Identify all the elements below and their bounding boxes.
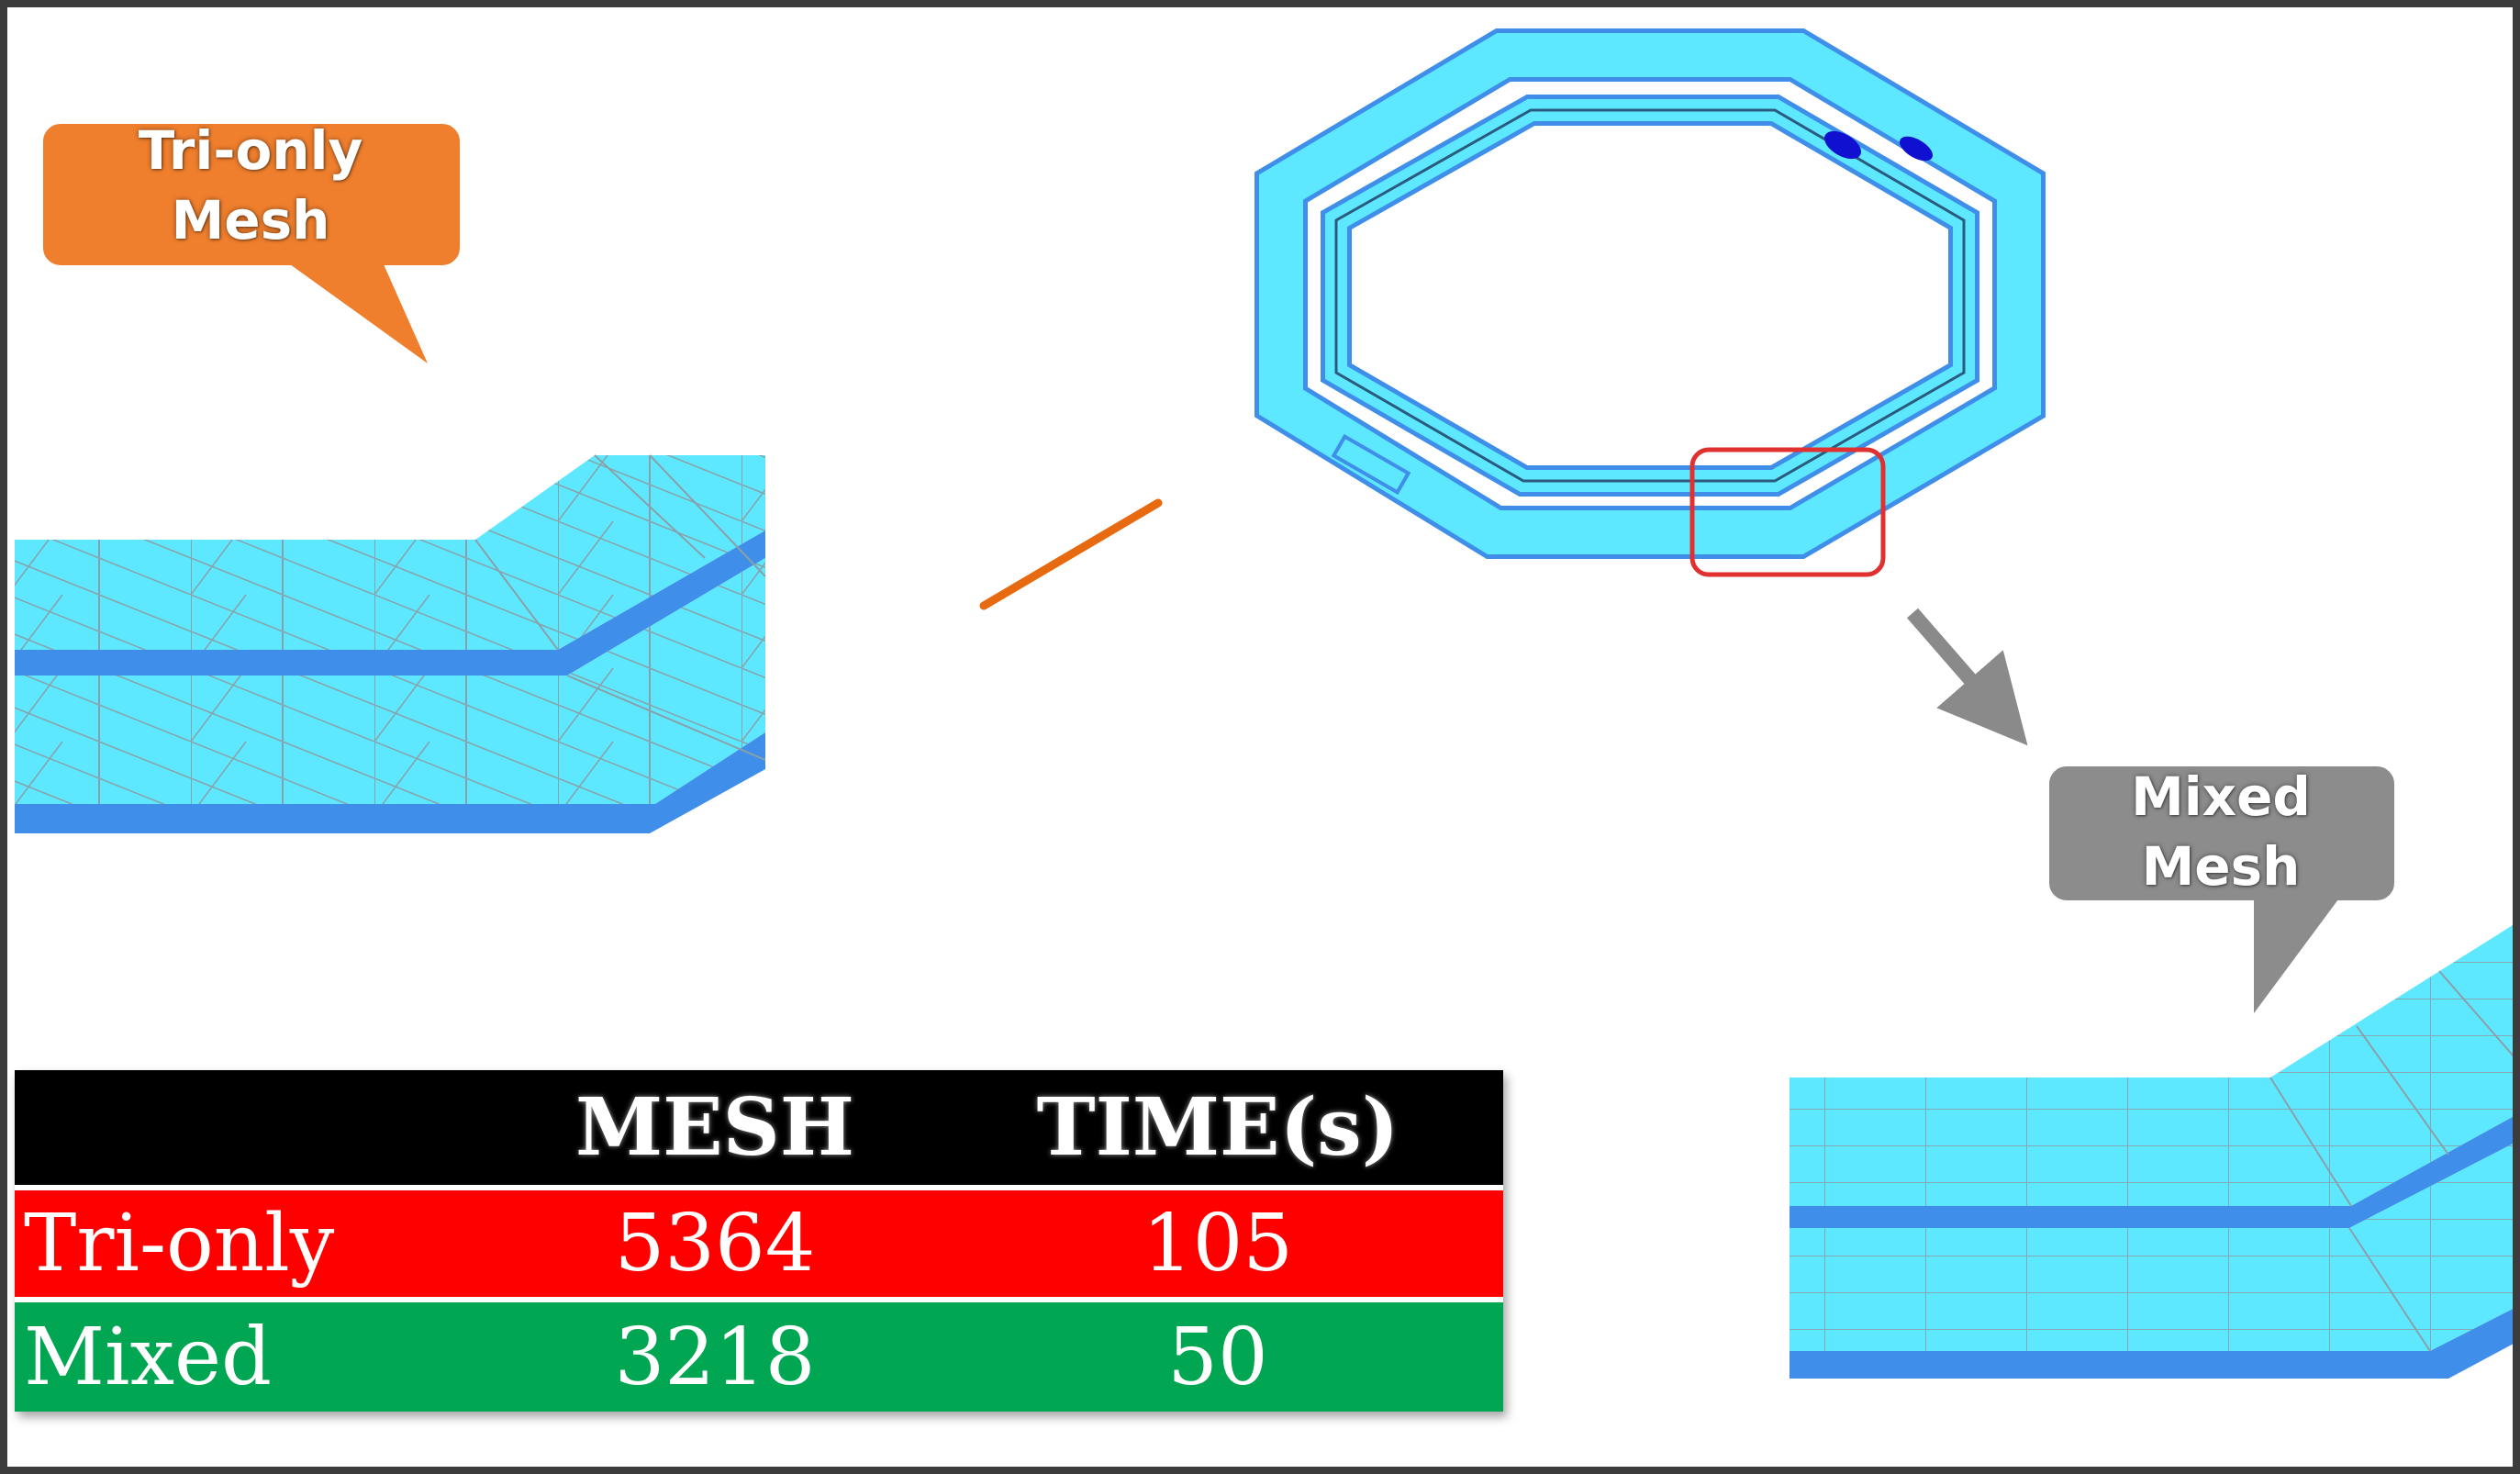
table-row-tri-only: Tri-only 5364 105: [15, 1188, 1503, 1300]
mixed-callout-line2: Mesh: [2141, 835, 2301, 898]
table-header-time: TIME(s): [1036, 1081, 1399, 1174]
port-right-icon: [1899, 136, 1934, 162]
row-name-mixed: Mixed: [24, 1311, 273, 1403]
row-name-tri-only: Tri-only: [24, 1198, 335, 1290]
mixed-callout-line1: Mixed: [2131, 765, 2311, 828]
table-header-row: MESH TIME(s): [15, 1070, 1503, 1188]
row-time-tri-only: 105: [1142, 1198, 1294, 1290]
mixed-zoom-arrow: [1906, 608, 2028, 746]
mixed-callout: [2044, 761, 2400, 1013]
tri-only-callout-label: Tri-only Mesh: [44, 116, 457, 262]
tri-only-callout-line2: Mesh: [171, 189, 330, 251]
tri-only-mesh-zoom: [15, 454, 766, 833]
row-mesh-tri-only: 5364: [614, 1198, 816, 1290]
mixed-mesh-zoom: [1790, 925, 2513, 1379]
row-time-mixed: 50: [1167, 1311, 1268, 1403]
tri-zoom-pointer: [979, 498, 1163, 610]
mesh-diagram: [15, 28, 2513, 1379]
tri-only-callout: [38, 118, 465, 363]
table-header-blank: [15, 1070, 497, 1188]
octagon-inductor: [1254, 28, 2046, 559]
port-left-icon: [1824, 130, 1861, 160]
row-mesh-mixed: 3218: [614, 1311, 816, 1403]
table-row-mixed: Mixed 3218 50: [15, 1300, 1503, 1412]
mixed-callout-label: Mixed Mesh: [2046, 762, 2395, 909]
zoom-region-box: [1689, 447, 1886, 577]
results-table: MESH TIME(s) Tri-only 5364 105 Mixed 321…: [15, 1070, 1503, 1412]
table-header-mesh: MESH: [574, 1081, 855, 1174]
tri-only-callout-line1: Tri-only: [138, 119, 363, 182]
